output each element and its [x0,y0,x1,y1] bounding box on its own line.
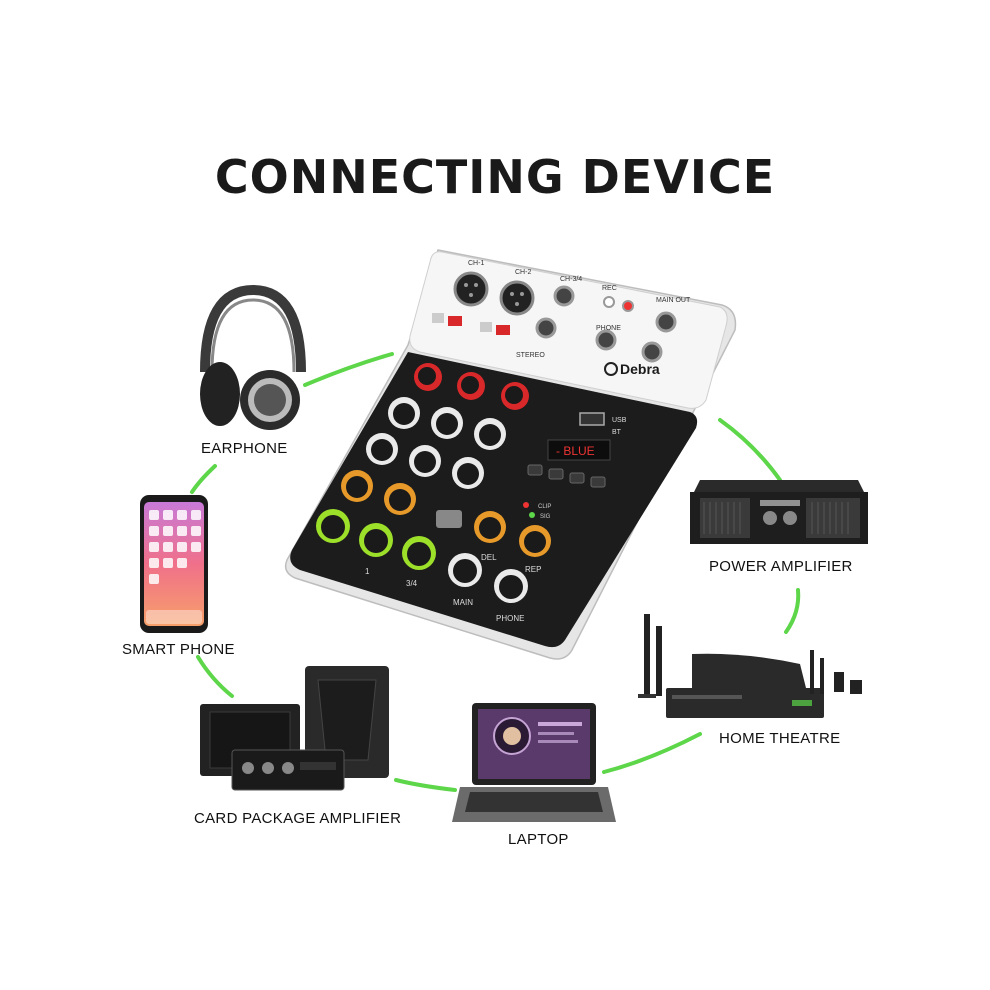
knob-level-1 [316,509,350,543]
connector-power-top [718,418,782,482]
rca-right [622,300,634,312]
connector-power-bottom [784,588,801,634]
label-usb: USB [612,417,627,424]
xlr-input-ch1 [453,271,489,307]
knob-main [448,553,482,587]
xlr-input-ch2 [499,280,535,316]
next-button[interactable] [569,472,585,484]
knob-gain-3[interactable] [501,382,529,410]
player-buttons [527,464,606,488]
brand-name: Debra [620,361,660,377]
knob-gain-2[interactable] [457,372,485,400]
label-ch-34: 3/4 [406,579,418,588]
knob-level-34 [402,536,436,570]
connector-earphone [303,352,394,387]
label-laptop: LAPTOP [508,831,569,848]
display-text: - BLUE [556,444,595,458]
connector-laptop-left [394,778,457,792]
knob-eq-5 [409,445,441,477]
label-rep: REP [525,565,541,574]
knob-rep [519,525,551,557]
label-rec: REC [602,285,617,292]
headphones-image [200,284,306,430]
label-del: DEL [481,553,497,562]
label-main: MAIN [453,598,473,607]
knob-eq-6 [452,457,484,489]
label-home-theatre: HOME THEATRE [719,730,841,747]
knob-fx-2 [384,483,416,515]
knob-gain-1[interactable] [414,363,442,391]
smartphone-image [140,495,208,633]
label-ch34: CH-3/4 [560,276,582,283]
connection-ring [190,352,801,792]
knob-del [474,511,506,543]
home-theatre-image [638,614,862,718]
label-ch-1: 1 [365,567,370,576]
knob-eq-4 [366,433,398,465]
rca-left [603,296,615,308]
usb-port [579,412,605,426]
label-main-out: MAIN OUT [656,297,691,304]
knob-eq-1 [388,397,420,429]
label-card-package-amplifier: CARD PACKAGE AMPLIFIER [194,810,402,827]
jack-inputs [535,285,677,363]
label-stereo: STEREO [516,352,545,359]
label-sig: SIG [540,514,551,520]
page-title: CONNECTING DEVICE [214,150,776,204]
brand-logo-icon [604,362,618,376]
label-clip: CLIP [538,504,551,510]
label-bt: BT [612,429,622,436]
bt-switch[interactable] [436,510,462,528]
prev-button[interactable] [548,468,564,480]
knobs-fx [341,470,551,557]
connector-phone-bottom [196,655,234,698]
connector-phone-top [190,464,217,494]
knob-fx-1 [341,470,373,502]
knob-eq-2 [431,407,463,439]
label-smart-phone: SMART PHONE [122,641,235,658]
knob-eq-3 [474,418,506,450]
play-button[interactable] [527,464,543,476]
label-phone-top: PHONE [596,325,621,332]
karaoke-speaker-amplifier-image [200,666,389,791]
label-ch2: CH-2 [515,269,531,276]
label-power-amplifier: POWER AMPLIFIER [709,558,853,575]
connector-laptop-right [602,732,702,774]
phantom-switch-ch2 [496,325,510,335]
power-amplifier-image [690,480,868,544]
audio-mixer: CH-1 CH-2 CH-3/4 REC MAIN OUT PHONE STER… [284,249,737,660]
led-display [547,439,611,461]
label-phone: PHONE [496,614,524,623]
label-ch1: CH-1 [468,260,484,267]
phantom-switch-ch1 [448,316,462,326]
label-earphone: EARPHONE [201,440,288,457]
knobs-level [316,509,528,603]
knobs-eq [366,397,506,489]
mode-button[interactable] [590,476,606,488]
knob-phone [494,569,528,603]
knobs-gain [414,363,529,410]
knob-level-2 [359,523,393,557]
laptop-image [452,703,616,822]
